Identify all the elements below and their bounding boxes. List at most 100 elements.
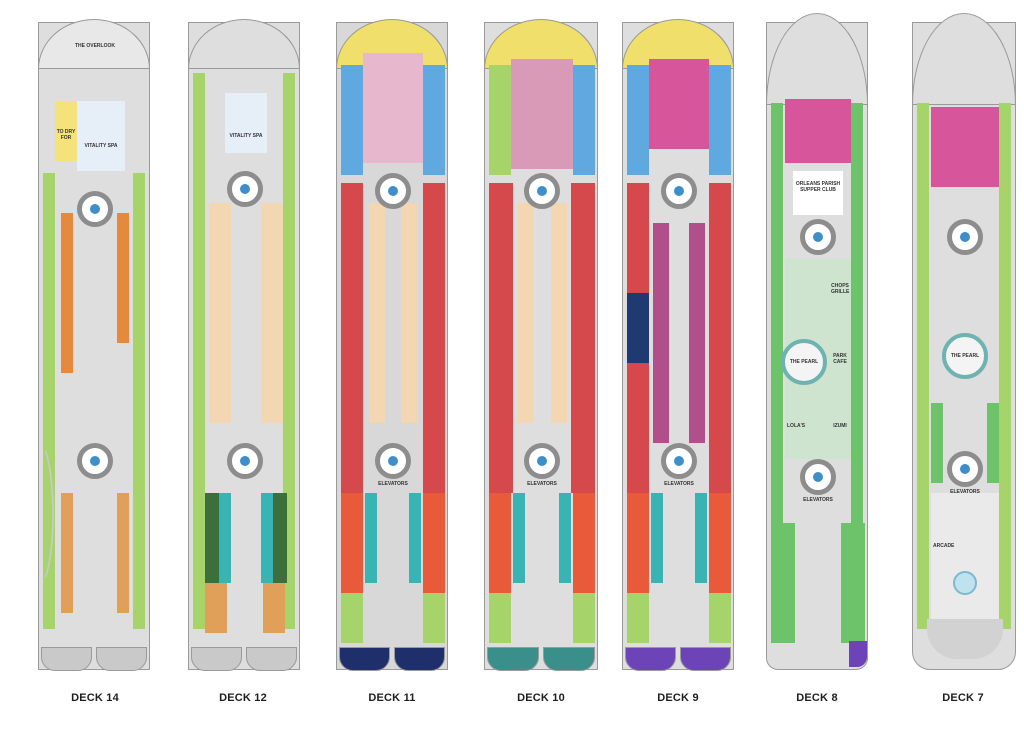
deck-8-hull: ORLEANS PARISH SUPPER CLUB CHOPS GRILLE … [766, 13, 868, 670]
aqua-theater[interactable] [927, 619, 1003, 659]
central-park-view-starboard[interactable] [695, 493, 707, 583]
spa-class-cabins-starboard[interactable] [573, 65, 595, 175]
carousel[interactable] [953, 571, 977, 595]
park-view-starboard[interactable] [987, 403, 999, 483]
forward-suites[interactable] [363, 53, 423, 163]
aft-elevators[interactable] [77, 443, 113, 479]
promenade-cabins-starboard[interactable] [423, 183, 445, 493]
overlook-label[interactable]: THE OVERLOOK [74, 43, 115, 49]
forward-suites[interactable] [785, 99, 851, 163]
starboard-cabins[interactable] [283, 73, 295, 629]
aft-cabins-starboard[interactable] [263, 583, 285, 633]
spa-area[interactable] [77, 101, 125, 171]
aft-balcony-port[interactable] [627, 493, 649, 593]
aft-elevators[interactable] [661, 443, 697, 479]
aft-interior-starboard[interactable] [423, 593, 445, 643]
promenade-cabins-starboard[interactable] [709, 183, 731, 493]
deck-10-plan[interactable]: ELEVATORS [484, 19, 598, 671]
forward-elevators[interactable] [524, 173, 560, 209]
deck-11-plan[interactable]: ELEVATORS [336, 19, 448, 671]
suite-cabins-port[interactable] [653, 223, 669, 443]
port-cabins[interactable] [771, 103, 783, 629]
spa-class-cabins-port[interactable] [627, 65, 649, 175]
central-park-cabins-port[interactable] [219, 493, 231, 583]
suite-cabins-starboard[interactable] [689, 223, 705, 443]
park-view-cabins-starboard[interactable] [261, 203, 283, 423]
balcony-cabins-aft-starboard[interactable] [117, 493, 129, 613]
aft-interior-port[interactable] [341, 593, 363, 643]
to-dry-for-area[interactable] [55, 101, 77, 161]
forward-elevators[interactable] [375, 173, 411, 209]
balcony-cabins-aft-starboard[interactable] [273, 493, 287, 583]
pearl-sculpture[interactable]: THE PEARL [942, 333, 988, 379]
boardwalk-view-cabins-port[interactable] [61, 213, 73, 373]
boardwalk-area[interactable] [931, 493, 999, 643]
central-park-view-port[interactable] [513, 493, 525, 583]
forward-elevators[interactable] [800, 219, 836, 255]
park-view-cabins-starboard[interactable] [551, 203, 567, 423]
promenade-cabins-port[interactable] [489, 183, 513, 493]
spa-class-cabins-port[interactable] [341, 65, 363, 175]
deck-12-hull: VITALITY SPA [188, 19, 300, 671]
forward-suites[interactable] [649, 59, 709, 149]
aft-cabins-port[interactable] [205, 583, 227, 633]
forward-suites[interactable] [931, 107, 999, 187]
deck-7-plan[interactable]: THE PEARL ARCADE ELEVATORS [912, 13, 1016, 670]
starboard-cabins[interactable] [133, 173, 145, 629]
aft-balcony-port[interactable] [341, 493, 363, 593]
promenade-cabins-port[interactable] [341, 183, 363, 493]
park-view-port[interactable] [931, 403, 943, 483]
aft-balcony-port[interactable] [489, 493, 511, 593]
aft-balcony-starboard[interactable] [423, 493, 445, 593]
balcony-cabins-aft[interactable] [61, 493, 73, 613]
aft-elevators[interactable] [947, 451, 983, 487]
promenade-cabins-starboard[interactable] [571, 183, 595, 493]
aft-balcony-port[interactable] [771, 523, 795, 643]
supper-club[interactable] [793, 171, 843, 215]
port-cabins[interactable] [193, 73, 205, 629]
park-view-cabins-port[interactable] [209, 203, 231, 423]
spa-area[interactable] [225, 93, 267, 153]
boardwalk-view-cabins-starboard[interactable] [117, 213, 129, 343]
deck-11-label: DECK 11 [368, 692, 416, 704]
spa-class-cabins-starboard[interactable] [709, 65, 731, 175]
aft-balcony-starboard[interactable] [709, 493, 731, 593]
balcony-cabins-aft-port[interactable] [205, 493, 219, 583]
aft-elevators-label: ELEVATORS [378, 481, 408, 487]
central-park-view-starboard[interactable] [559, 493, 571, 583]
pearl-sculpture[interactable]: THE PEARL [781, 339, 827, 385]
oceanview-forward-port[interactable] [489, 65, 511, 175]
central-park-cabins-starboard[interactable] [261, 493, 273, 583]
park-view-cabins-starboard[interactable] [401, 203, 417, 423]
forward-elevators[interactable] [227, 171, 263, 207]
aft-balcony-starboard[interactable] [841, 523, 865, 643]
aft-elevators[interactable] [375, 443, 411, 479]
starboard-cabins[interactable] [999, 103, 1011, 629]
forward-elevators[interactable] [661, 173, 697, 209]
spa-class-cabins-starboard[interactable] [423, 65, 445, 175]
studio-cabins[interactable] [627, 293, 649, 363]
aft-balcony-starboard[interactable] [573, 493, 595, 593]
aft-elevators[interactable] [800, 459, 836, 495]
accessible-aft-cabin[interactable] [849, 641, 867, 667]
forward-suites[interactable] [511, 59, 573, 169]
central-park-view-port[interactable] [651, 493, 663, 583]
forward-elevators[interactable] [77, 191, 113, 227]
port-cabins[interactable] [917, 103, 929, 629]
central-park-view-port[interactable] [365, 493, 377, 583]
deck-9-plan[interactable]: ELEVATORS [622, 19, 734, 671]
deck-12-plan[interactable]: VITALITY SPA [188, 19, 300, 671]
deck-14-plan[interactable]: THE OVERLOOK TO DRY FOR VITALITY SPA [38, 19, 150, 671]
park-view-cabins-port[interactable] [369, 203, 385, 423]
aft-elevators[interactable] [227, 443, 263, 479]
forward-elevators[interactable] [947, 219, 983, 255]
aft-elevators[interactable] [524, 443, 560, 479]
aft-interior-starboard[interactable] [573, 593, 595, 643]
aft-interior-starboard[interactable] [709, 593, 731, 643]
deck-8-plan[interactable]: ORLEANS PARISH SUPPER CLUB CHOPS GRILLE … [766, 13, 868, 670]
aft-interior-port[interactable] [489, 593, 511, 643]
central-park-view-starboard[interactable] [409, 493, 421, 583]
aft-interior-port[interactable] [627, 593, 649, 643]
starboard-cabins[interactable] [851, 103, 863, 629]
park-view-cabins-port[interactable] [517, 203, 533, 423]
